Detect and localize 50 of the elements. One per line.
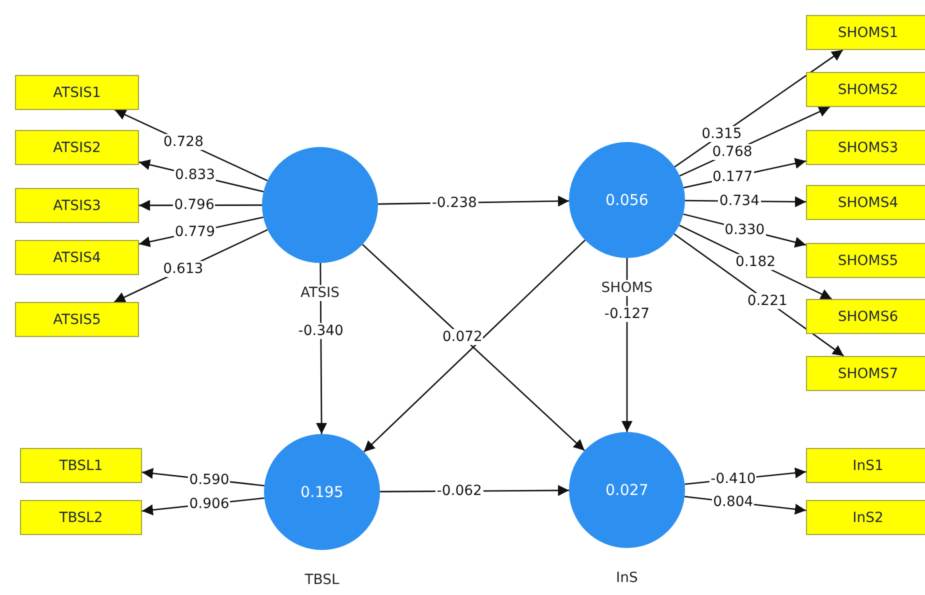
indicator-box	[20, 500, 142, 535]
edge-label: 0.768	[711, 144, 754, 160]
indicator-box	[806, 500, 925, 535]
indicator-box	[806, 185, 925, 220]
indicator-label: SHOMS1	[838, 24, 898, 40]
indicator-label: SHOMS6	[838, 308, 898, 324]
r-squared-value: 0.056	[606, 191, 648, 209]
indicator-box	[15, 302, 139, 337]
indicator-label: TBSL2	[59, 510, 103, 526]
construct-label: ATSIS	[298, 285, 342, 301]
edge-label: 0.833	[174, 167, 216, 184]
indicator-label: ATSIS2	[53, 140, 101, 156]
indicator-label: TBSL1	[59, 458, 103, 474]
indicator-label: ATSIS5	[53, 312, 101, 328]
indicator-box	[806, 356, 925, 391]
indicator-label: ATSIS4	[53, 250, 101, 266]
indicator-box	[15, 188, 139, 223]
indicator-box	[806, 72, 925, 107]
indicator-label: SHOMS2	[838, 82, 898, 98]
edge-label: 0.330	[724, 222, 766, 238]
edge-label: 0.221	[746, 293, 788, 310]
indicator-label: SHOMS4	[838, 194, 898, 210]
edge-label: 0.613	[162, 261, 204, 278]
indicator-label: SHOMS7	[838, 366, 898, 382]
indicator-label: SHOMS3	[838, 140, 898, 156]
indicator-box	[15, 75, 139, 110]
r-squared-value: 0.027	[606, 481, 648, 499]
edge-label: -0.127	[603, 306, 651, 322]
construct-label: SHOMS	[599, 280, 655, 296]
edge-label: 0.177	[712, 168, 754, 185]
edge-label: 0.182	[734, 254, 777, 270]
edge-label: 0.072	[441, 329, 484, 346]
indicator-label: ATSIS1	[53, 84, 101, 100]
edge-label: 0.315	[700, 126, 743, 142]
indicator-label: SHOMS5	[838, 252, 898, 268]
indicator-box	[806, 130, 925, 165]
indicator-box	[806, 243, 925, 278]
edge-label: 0.779	[174, 224, 216, 240]
indicator-box	[15, 130, 139, 165]
indicator-box	[806, 448, 925, 483]
indicator-label: ATSIS3	[53, 198, 101, 214]
r-squared-value: 0.195	[300, 483, 344, 501]
indicator-box	[806, 15, 925, 50]
edge-label: -0.340	[297, 323, 344, 340]
indicator-box	[20, 448, 142, 483]
indicator-label: InS1	[852, 458, 884, 474]
indicator-box	[806, 299, 925, 334]
edge-label: 0.728	[162, 134, 204, 150]
indicator-box	[15, 240, 139, 275]
indicator-label: InS2	[852, 510, 884, 526]
